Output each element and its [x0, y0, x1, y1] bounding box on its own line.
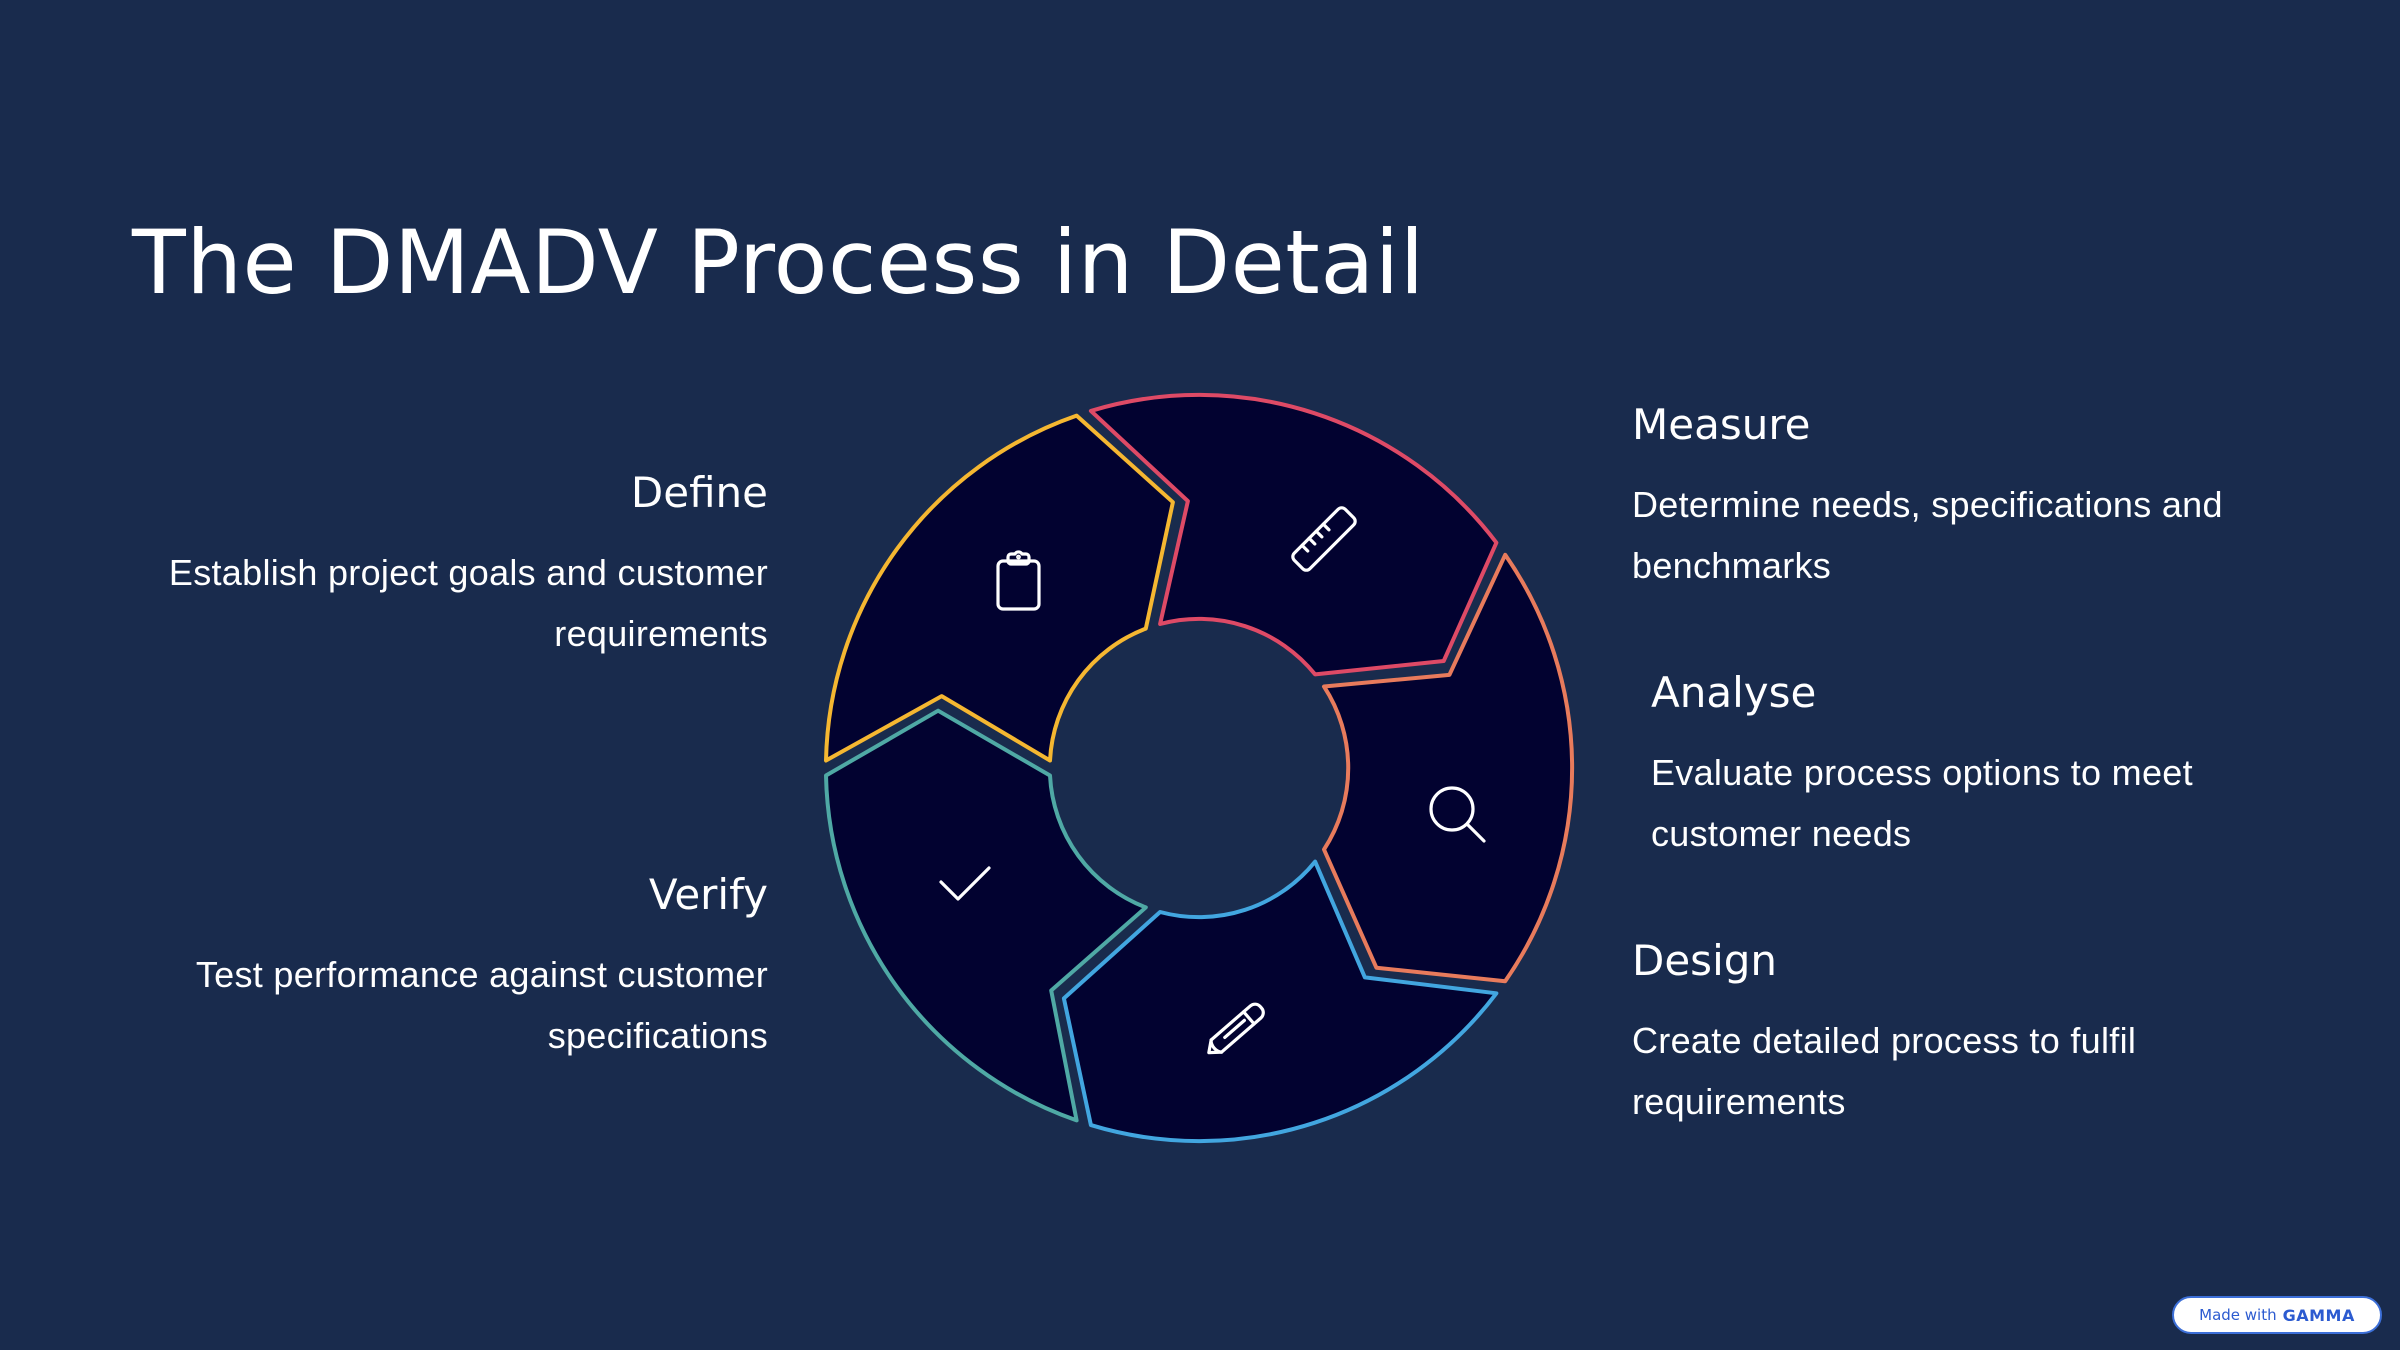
segment-analyse [1322, 552, 1575, 984]
step-title: Measure [1632, 400, 1811, 449]
step-title: Verify [648, 870, 768, 919]
step-verify: Verify Test performance against customer… [148, 868, 768, 1066]
pencil-icon [1207, 1002, 1265, 1055]
segment-design [1061, 859, 1499, 1144]
step-define: Define Establish project goals and custo… [148, 466, 768, 664]
step-description: Test performance against customer specif… [195, 954, 768, 1056]
badge-prefix: Made with [2199, 1306, 2277, 1324]
clipboard-icon [996, 550, 1041, 611]
magnifier-icon [1429, 786, 1486, 843]
made-with-gamma-badge[interactable]: Made with GAMMA [2172, 1296, 2382, 1334]
step-analyse: Analyse Evaluate process options to meet… [1651, 666, 2271, 864]
segment-measure [1088, 392, 1499, 677]
slide-title: The DMADV Process in Detail [132, 211, 1425, 314]
step-description: Establish project goals and customer req… [168, 552, 768, 654]
step-description: Determine needs, specifications and benc… [1632, 484, 2223, 586]
checkmark-icon [939, 866, 991, 901]
step-description: Create detailed process to fulfil requir… [1632, 1020, 2137, 1122]
gamma-logo: GAMMA [2282, 1305, 2355, 1325]
step-title: Analyse [1651, 668, 1817, 717]
step-title: Design [1632, 936, 1778, 985]
step-measure: Measure Determine needs, specifications … [1632, 398, 2252, 596]
step-title: Define [630, 468, 768, 517]
segment-verify [824, 708, 1148, 1123]
step-design: Design Create detailed process to fulfil… [1632, 934, 2252, 1132]
step-description: Evaluate process options to meet custome… [1651, 752, 2193, 854]
ruler-icon [1291, 506, 1357, 572]
